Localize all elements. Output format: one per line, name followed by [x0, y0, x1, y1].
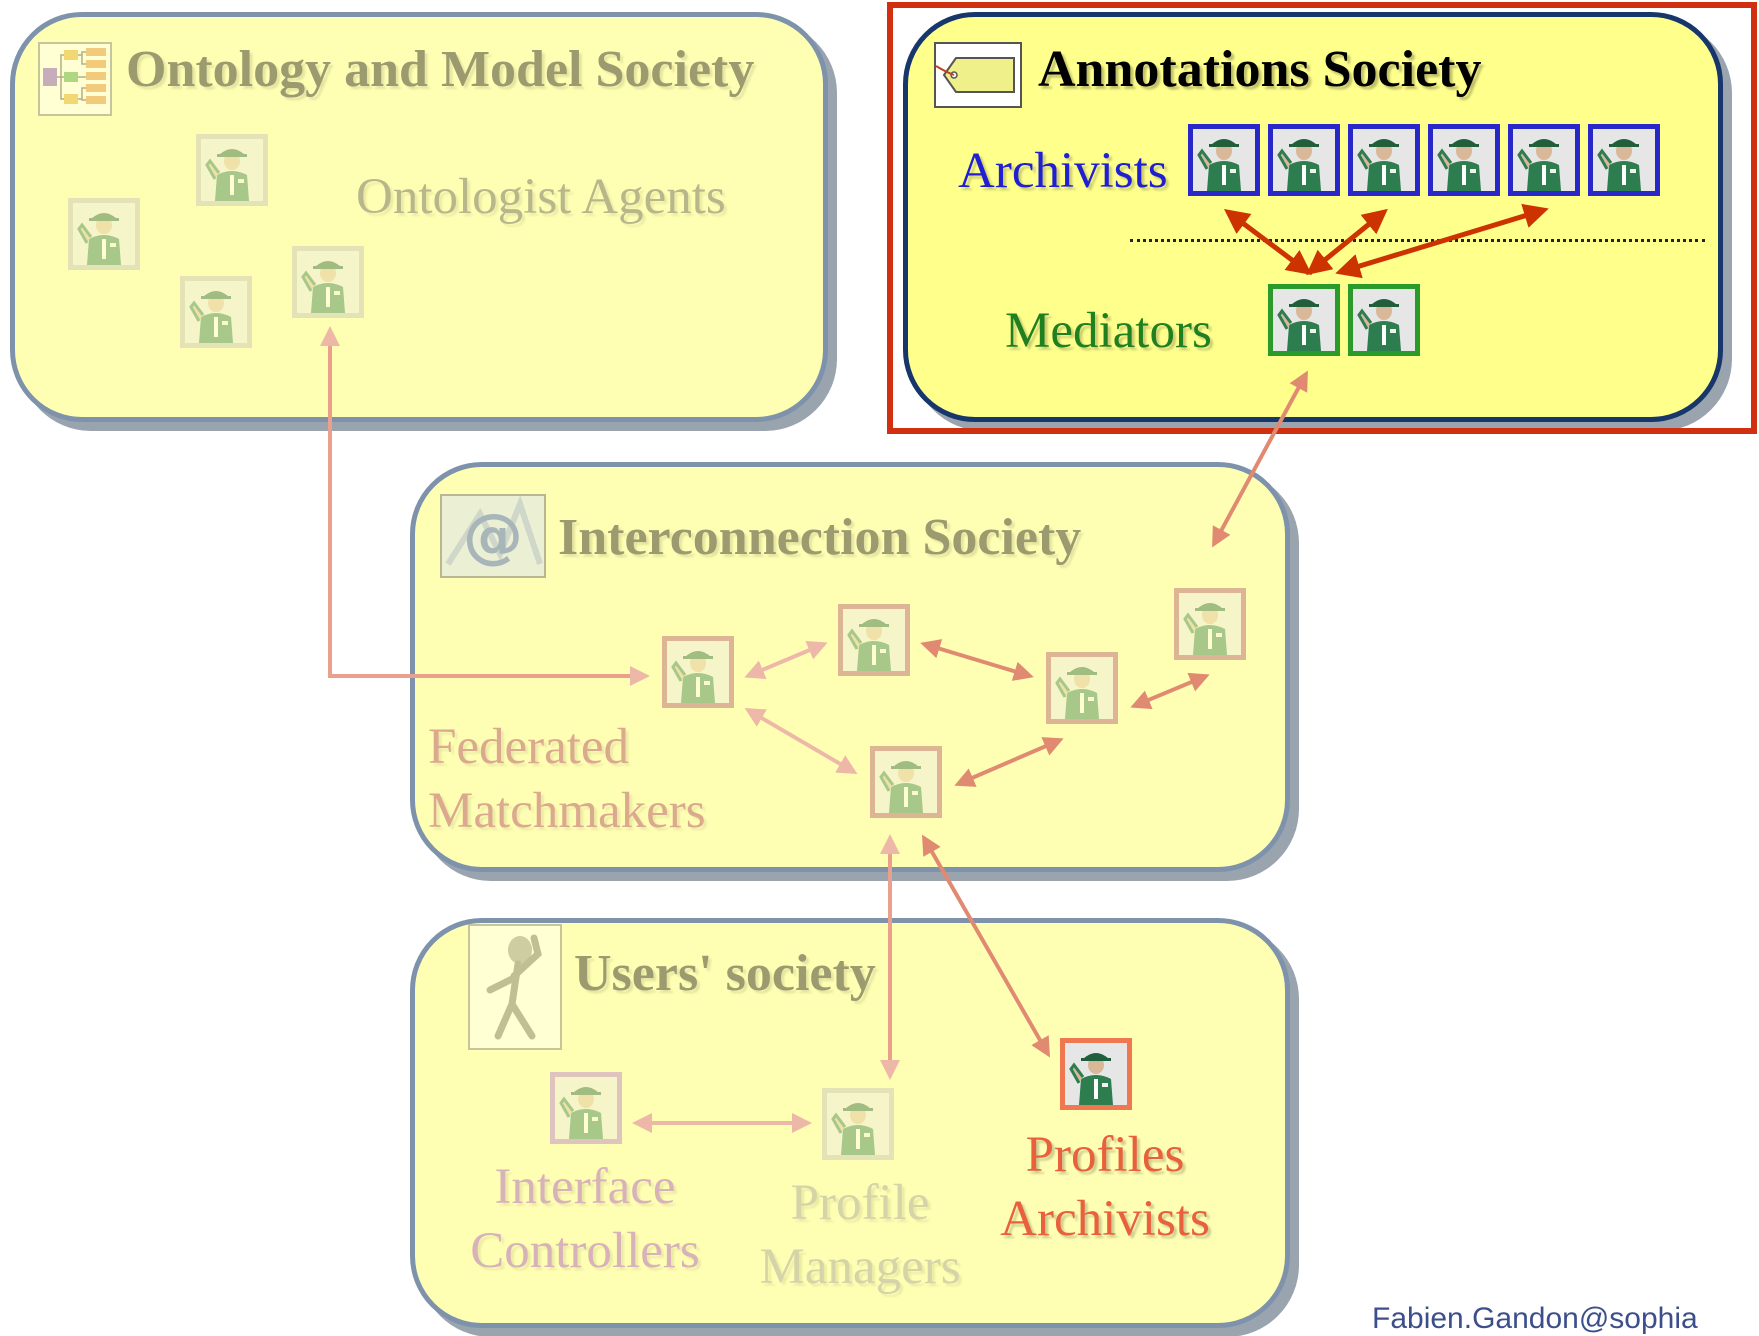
agent-figure-icon: [73, 203, 135, 265]
hierarchy-diagram-icon: [38, 42, 112, 116]
profiles-archivist-agent[interactable]: [1060, 1038, 1132, 1110]
agent-figure-icon: [1065, 1043, 1127, 1105]
archivist-agent[interactable]: [1508, 124, 1580, 196]
matchmaker-link-arrow: [1130, 672, 1210, 710]
ontologist-agent[interactable]: [196, 134, 268, 206]
ontologist-matchmaker-arrow: [320, 326, 650, 686]
users-society-title: Users' society: [574, 945, 876, 1002]
profiles-archivists-label-line1: Profiles: [1025, 1127, 1185, 1183]
agent-figure-icon: [875, 751, 937, 813]
archivist-agent[interactable]: [1348, 124, 1420, 196]
archivist-mediator-arrow: [1224, 209, 1312, 275]
agent-figure-icon: [1513, 129, 1575, 191]
matchmaker-link-arrow: [954, 737, 1064, 787]
mediator-agent[interactable]: [1268, 284, 1340, 356]
agent-figure-icon: [667, 641, 729, 703]
ontologist-agents-label: Ontologist Agents: [356, 169, 726, 225]
annotations-society-title: Annotations Society: [1038, 41, 1482, 98]
archivist-agent[interactable]: [1428, 124, 1500, 196]
profile-manager-agent[interactable]: [822, 1088, 894, 1160]
interface-controller-agent[interactable]: [550, 1072, 622, 1144]
matchmaker-profiles-archivist-arrow: [922, 834, 1050, 1058]
selection-frame: [887, 2, 1757, 434]
mediators-label: Mediators: [1005, 303, 1212, 359]
matchmaker-link-arrow: [744, 640, 828, 680]
profile-managers-label-line1: Profile: [790, 1175, 930, 1231]
matchmaker-agent[interactable]: [1174, 588, 1246, 660]
agent-figure-icon: [1179, 593, 1241, 655]
agent-figure-icon: [843, 609, 905, 671]
agent-figure-icon: [297, 251, 359, 313]
federated-matchmakers-label-line1: Federated: [428, 719, 630, 775]
profiles-archivists-label-line2: Archivists: [1000, 1191, 1210, 1247]
mediator-matchmaker-arrow: [1212, 370, 1308, 548]
interface-controllers-label-line2: Controllers: [470, 1223, 700, 1279]
agent-figure-icon: [827, 1093, 889, 1155]
agent-figure-icon: [1273, 129, 1335, 191]
archivist-agent[interactable]: [1588, 124, 1660, 196]
archivists-label: Archivists: [958, 143, 1168, 199]
agent-figure-icon: [1051, 657, 1113, 719]
footer-email: Fabien.Gandon@sophia: [1372, 1302, 1698, 1335]
mediator-agent[interactable]: [1348, 284, 1420, 356]
matchmaker-agent[interactable]: [662, 636, 734, 708]
archivist-agent[interactable]: [1268, 124, 1340, 196]
agent-figure-icon: [1433, 129, 1495, 191]
agent-figure-icon: [185, 281, 247, 343]
matchmaker-link-arrow: [920, 639, 1034, 681]
federated-matchmakers-label-line2: Matchmakers: [428, 783, 706, 839]
archivist-agent[interactable]: [1188, 124, 1260, 196]
ontologist-agent[interactable]: [180, 276, 252, 348]
stick-figure-user-icon: [468, 924, 562, 1050]
ontologist-agent[interactable]: [292, 246, 364, 318]
agent-figure-icon: [555, 1077, 617, 1139]
agent-figure-icon: [1193, 129, 1255, 191]
users-society-box: [410, 918, 1290, 1328]
agent-figure-icon: [1353, 289, 1415, 351]
agent-figure-icon: [201, 139, 263, 201]
matchmaker-agent[interactable]: [1046, 652, 1118, 724]
profile-managers-label-line2: Managers: [759, 1239, 961, 1295]
interface-controllers-label-line1: Interface: [494, 1159, 676, 1215]
matchmaker-agent[interactable]: [838, 604, 910, 676]
agent-figure-icon: [1273, 289, 1335, 351]
matchmaker-agent[interactable]: [870, 746, 942, 818]
agent-figure-icon: [1353, 129, 1415, 191]
ontologist-agent[interactable]: [68, 198, 140, 270]
matchmaker-link-arrow: [744, 707, 858, 775]
archivist-mediator-arrow: [1335, 203, 1549, 279]
ontology-society-title: Ontology and Model Society: [126, 41, 755, 98]
tag-label-icon: [934, 42, 1022, 108]
agent-figure-icon: [1593, 129, 1655, 191]
